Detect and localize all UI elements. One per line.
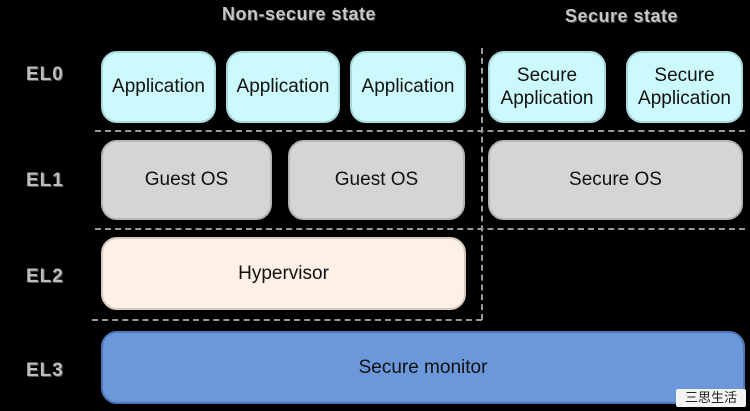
guest-os-box: Guest OS: [101, 140, 272, 220]
secure-monitor-box: Secure monitor: [101, 331, 745, 404]
non-secure-state-header: Non-secure state: [222, 4, 377, 24]
application-box: Application: [226, 51, 340, 123]
application-box: Application: [350, 51, 466, 123]
el0-label: EL0: [26, 64, 64, 85]
el3-label: EL3: [26, 360, 64, 381]
separator-el0-el1: [95, 130, 745, 132]
hypervisor-box: Hypervisor: [101, 237, 466, 310]
el1-label: EL1: [26, 170, 64, 191]
secure-os-box: Secure OS: [488, 140, 743, 220]
secure-application-box: Secure Application: [626, 51, 743, 123]
guest-os-box: Guest OS: [288, 140, 465, 220]
watermark-logo: 三思生活: [676, 389, 746, 407]
application-box: Application: [101, 51, 216, 123]
separator-secure-boundary: [481, 48, 483, 320]
secure-state-header: Secure state: [565, 6, 679, 26]
separator-el2-el3: [92, 319, 482, 321]
separator-el1-el2: [95, 228, 745, 230]
el2-label: EL2: [26, 266, 64, 287]
secure-application-box: Secure Application: [488, 51, 606, 123]
